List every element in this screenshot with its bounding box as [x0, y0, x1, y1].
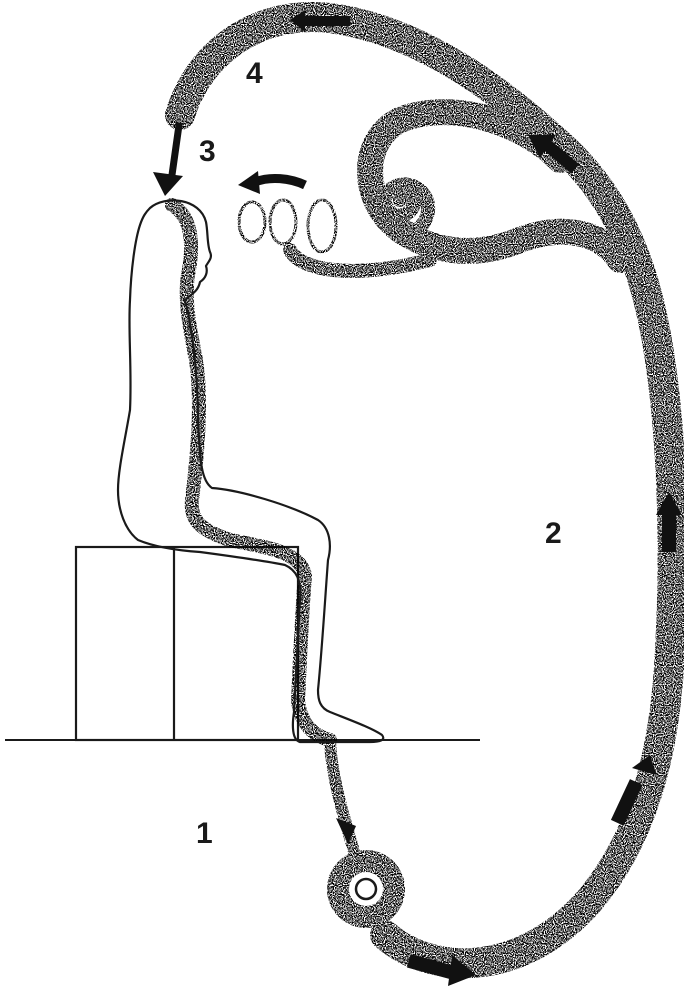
label-3: 3 [199, 135, 216, 168]
seated-figure [118, 200, 383, 742]
ground-point [356, 879, 376, 899]
label-2: 2 [545, 517, 562, 550]
breath-swirls [239, 200, 336, 252]
energy-stream [172, 17, 673, 963]
arrow-down-head [153, 122, 183, 196]
label-4: 4 [246, 57, 263, 90]
flow-arrows [153, 10, 682, 986]
stool [76, 547, 298, 740]
arrow-left-mouth [238, 171, 305, 194]
label-1: 1 [196, 817, 213, 850]
